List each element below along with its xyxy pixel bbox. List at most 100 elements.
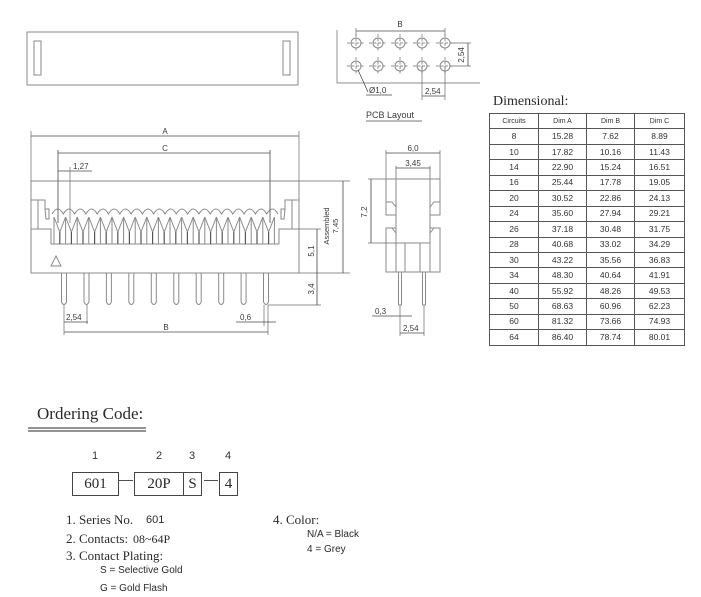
- cell-dim-a: 48.30: [538, 267, 587, 284]
- cell-circuits: 20: [489, 190, 539, 207]
- cell-circuits: 50: [489, 298, 539, 315]
- cell-dim-c: 34.29: [634, 236, 685, 253]
- cell-circuits: 30: [489, 251, 539, 269]
- cell-dim-b: 15.24: [586, 159, 635, 176]
- cell-dim-c: 62.23: [634, 298, 685, 315]
- cell-dim-b: 7.62: [586, 128, 635, 145]
- code-box-color: 4: [219, 472, 238, 496]
- pcb-col-pitch-label: 2,54: [425, 87, 441, 96]
- cell-dim-a: 25.44: [538, 174, 587, 192]
- position-number-2: 2: [155, 450, 163, 462]
- header-dim-c: Dim C: [634, 112, 685, 130]
- front-pin: [173, 273, 180, 305]
- dim-b-label: B: [163, 323, 168, 332]
- idc-tooth: [157, 216, 171, 234]
- pcb-hole-crosshair: [347, 34, 365, 52]
- pcb-hole-crosshair: [369, 57, 387, 75]
- idc-tooth: [88, 216, 101, 234]
- idc-tooth: [123, 216, 136, 234]
- pcb-hole-crosshair: [391, 34, 409, 52]
- legend-plating-option-selective-gold: S = Selective Gold: [100, 565, 183, 576]
- cell-circuits: 16: [489, 174, 539, 192]
- side-dim-pitch-label: 2,54: [403, 324, 419, 333]
- front-view: A C 1,27 Assembled 7,45 5,1 3,4: [30, 127, 350, 335]
- cell-dim-a: 40.68: [538, 236, 587, 253]
- code-separator-1: —: [119, 471, 133, 487]
- position-number-1: 1: [91, 450, 99, 462]
- header-dim-a: Dim A: [538, 112, 587, 130]
- table-header-row: Circuits Dim A Dim B Dim C: [489, 112, 685, 130]
- cell-circuits: 8: [489, 128, 539, 145]
- cell-dim-b: 27.94: [586, 205, 635, 223]
- cell-dim-b: 48.26: [586, 282, 635, 300]
- front-pins: [61, 273, 269, 305]
- pcb-hole-grid: [347, 34, 454, 75]
- cell-circuits: 60: [489, 313, 539, 331]
- dimensional-title: Dimensional:: [493, 94, 569, 109]
- idc-tooth: [239, 216, 252, 234]
- cell-dim-a: 68.63: [538, 298, 587, 315]
- idc-tooth: [204, 216, 217, 234]
- code-box-series: 601: [72, 472, 119, 496]
- front-pin: [218, 273, 225, 305]
- front-pin: [128, 273, 135, 305]
- position-number-4: 4: [224, 450, 232, 462]
- front-pin: [263, 273, 269, 305]
- latch-left: [31, 199, 52, 244]
- cell-dim-c: 8.89: [634, 128, 685, 145]
- cell-dim-c: 24.13: [634, 190, 685, 207]
- pcb-edge-bracket: [336, 30, 480, 84]
- cell-dim-c: 19.05: [634, 174, 685, 192]
- idc-tooth: [76, 216, 90, 234]
- dim-pitch-label: 2,54: [66, 313, 82, 322]
- side-view: 6,0 3,45 7,2 0,3 2,54: [360, 144, 441, 336]
- side-upper-right-arm: [429, 179, 441, 216]
- idc-tooth: [65, 216, 78, 234]
- cell-dim-c: 80.01: [634, 329, 685, 346]
- dim-assembled-label: Assembled: [322, 207, 331, 244]
- side-dim-pin-thickness-label: 0,3: [375, 307, 387, 316]
- front-pin: [105, 273, 112, 305]
- cell-dim-c: 31.75: [634, 221, 685, 238]
- side-dim-width-label: 6,0: [407, 144, 419, 153]
- top-view-slot-left: [33, 40, 42, 76]
- legend-plating-label: 3. Contact Plating:: [66, 548, 164, 563]
- cell-dim-a: 35.60: [538, 205, 587, 223]
- cell-circuits: 10: [489, 143, 539, 161]
- dim-pin-length-label: 3,4: [307, 283, 316, 295]
- pcb-hole-crosshair: [369, 34, 387, 52]
- dim-body-height-label: 5,1: [307, 245, 316, 257]
- legend-contacts-value: 08~64P: [133, 532, 171, 546]
- side-upper-left-arm: [385, 179, 397, 216]
- pcb-layout-title: PCB Layout: [366, 110, 415, 120]
- cell-dim-a: 55.92: [538, 282, 587, 300]
- cell-dim-a: 81.32: [538, 313, 587, 331]
- cell-dim-b: 10.16: [586, 143, 635, 161]
- cell-dim-a: 22.90: [538, 159, 587, 176]
- cell-dim-a: 43.22: [538, 251, 587, 269]
- cable-clamp-scallops: [51, 208, 279, 216]
- cell-dim-a: 37.18: [538, 221, 587, 238]
- dim-assembled-value: 7,45: [331, 219, 340, 234]
- cell-circuits: 64: [489, 329, 539, 346]
- cell-dim-b: 78.74: [586, 329, 635, 346]
- cell-circuits: 28: [489, 236, 539, 253]
- idc-contact-teeth: [53, 216, 275, 244]
- dim-pin-width-label: 0,6: [240, 313, 252, 322]
- code-box-contacts: 20P: [134, 472, 184, 496]
- cell-dim-a: 86.40: [538, 329, 587, 346]
- side-base-detail: [396, 242, 430, 272]
- front-pin: [195, 273, 202, 305]
